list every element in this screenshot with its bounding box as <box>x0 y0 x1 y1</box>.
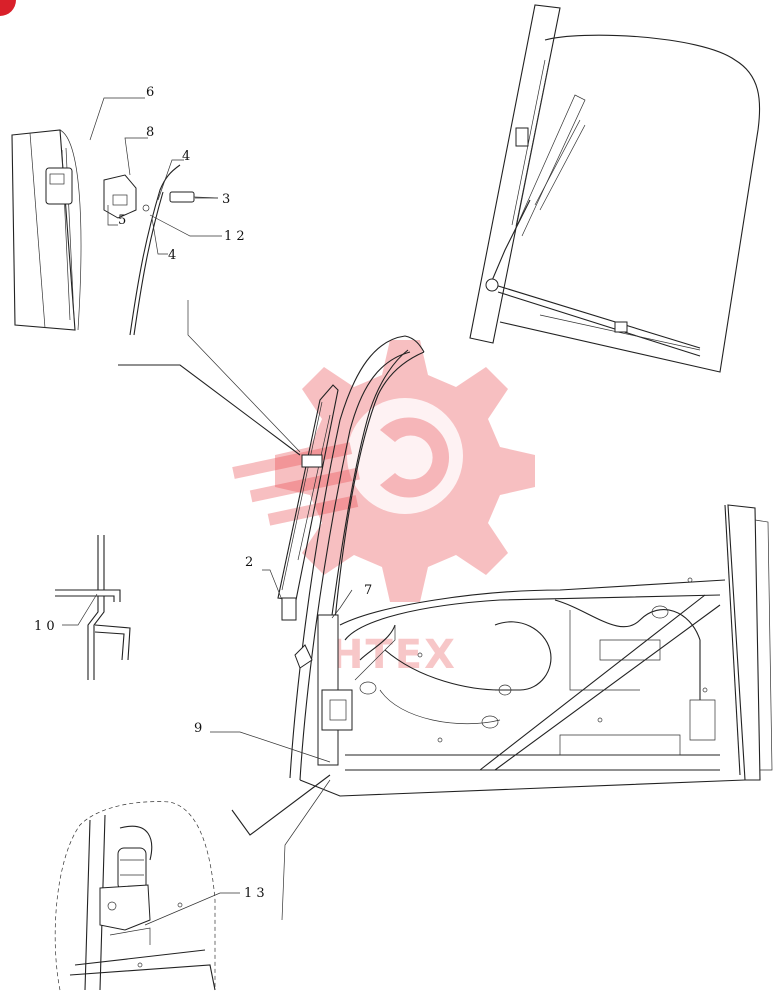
main-wiper-arm <box>277 384 353 766</box>
inset-tube-detail <box>55 535 131 680</box>
leader-lines-middle <box>62 300 396 921</box>
inset-door-wiper <box>469 4 761 373</box>
leader-lines-top <box>89 97 222 255</box>
callout-10: 1 0 <box>34 619 55 634</box>
inset-motor-detail <box>54 801 240 991</box>
callout-13: 1 3 <box>244 886 265 901</box>
callout-7: 7 <box>364 583 372 598</box>
callout-12: 1 2 <box>224 229 245 244</box>
corner-mark <box>0 0 16 16</box>
callout-9: 9 <box>194 721 202 736</box>
watermark-text: HTEX <box>330 632 457 678</box>
callout-4-bottom: 4 <box>168 248 176 263</box>
inset-pivot-detail <box>11 129 219 336</box>
callout-2: 2 <box>245 555 253 570</box>
watermark-logo: HTEX <box>232 340 535 678</box>
callout-3: 3 <box>222 192 230 207</box>
callout-5: 5 <box>118 213 126 228</box>
callout-4-top: 4 <box>182 149 190 164</box>
callout-6: 6 <box>146 85 154 100</box>
callout-8: 8 <box>146 125 154 140</box>
